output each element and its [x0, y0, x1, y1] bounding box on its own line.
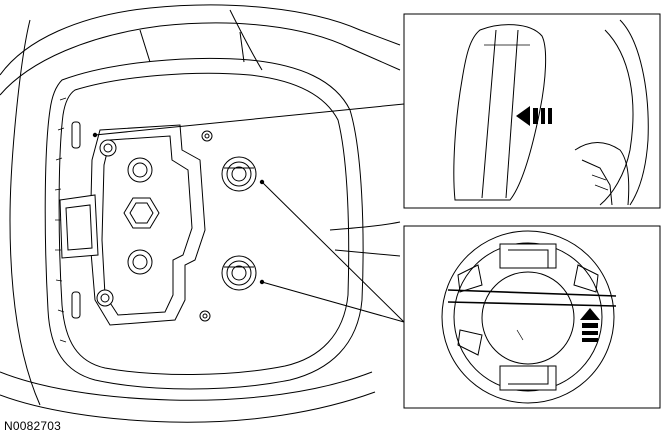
figure-id-label: N0082703 — [4, 419, 61, 433]
steering-wheel-hub — [44, 9, 401, 390]
lower-bolt-clip — [221, 255, 257, 291]
steering-wheel-rim — [0, 4, 401, 423]
leader-lines — [92, 103, 405, 323]
detail-box-upper — [403, 13, 661, 209]
arrow-up-icon — [580, 308, 600, 342]
upper-bolt-clip — [221, 156, 257, 192]
arrow-left-icon — [516, 106, 552, 126]
detail-box-lower — [403, 225, 661, 409]
mounting-plate — [59, 121, 213, 326]
